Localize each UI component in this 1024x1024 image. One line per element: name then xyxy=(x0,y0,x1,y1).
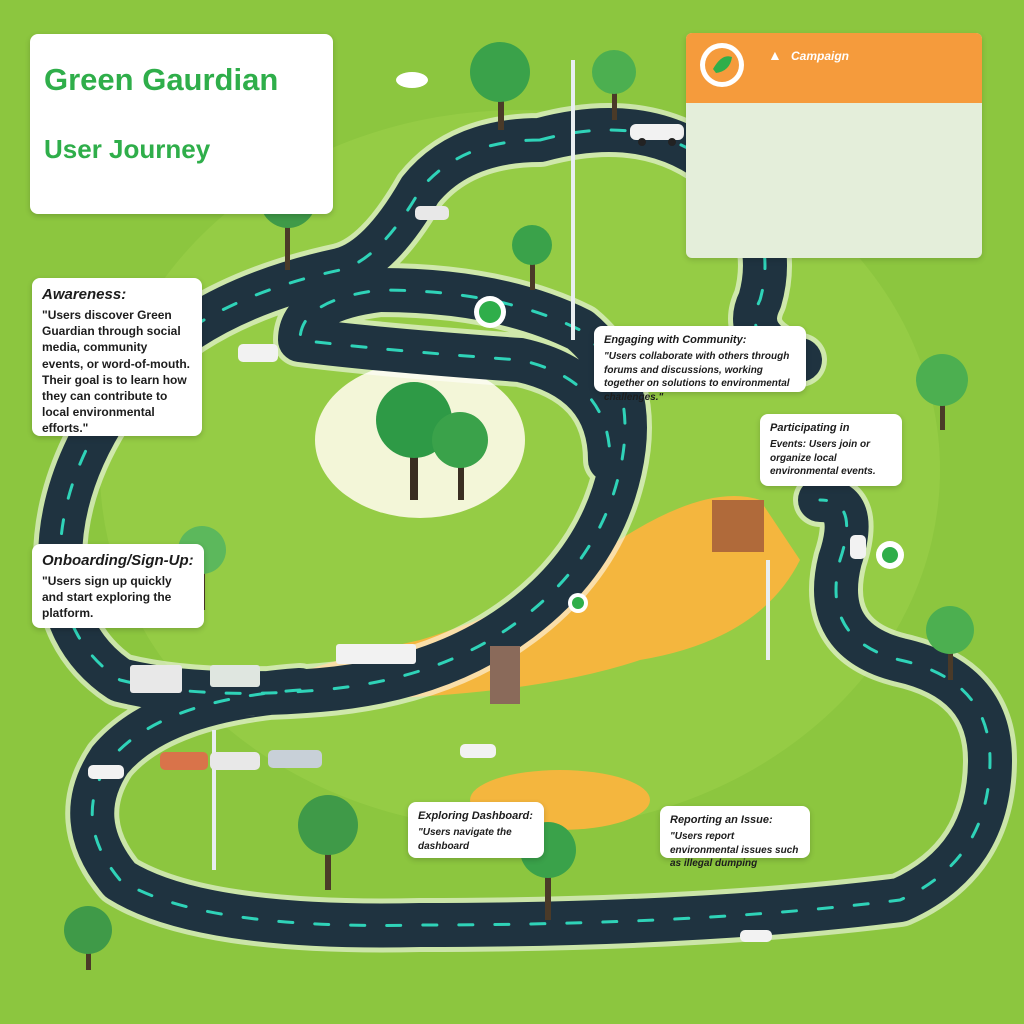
step-awareness: Awareness: "Users discover Green Guardia… xyxy=(32,278,202,436)
page-subtitle: User Journey xyxy=(44,134,211,164)
step-engaging-community: Engaging with Community: "Users collabor… xyxy=(594,326,806,403)
step-title: Participating in xyxy=(770,422,850,434)
tree-icon xyxy=(592,50,636,120)
tree-icon xyxy=(64,906,112,970)
car-icon xyxy=(460,744,496,758)
step-participating-events: Participating in Events: Users join or o… xyxy=(760,414,902,486)
tree-icon xyxy=(432,412,488,500)
car-icon xyxy=(238,344,278,362)
step-title: Reporting an Issue: xyxy=(670,814,773,826)
tree-icon xyxy=(926,606,974,680)
step-description: Events: Users join or organize local env… xyxy=(770,439,876,477)
bird-icon: ▲ xyxy=(768,47,782,63)
building xyxy=(712,500,764,552)
tree-icon xyxy=(916,354,968,430)
campaign-card: ▲ Campaign xyxy=(686,33,982,258)
car-icon xyxy=(415,206,449,220)
truck-icon xyxy=(336,644,416,664)
cloud xyxy=(396,72,428,88)
page-title: Green Gaurdian xyxy=(44,62,279,97)
map-pin-icon xyxy=(568,593,588,613)
step-description: "Users discover Green Guardian through s… xyxy=(42,308,190,436)
tree-icon xyxy=(470,42,530,130)
car-icon xyxy=(740,930,772,942)
leaf-logo-icon xyxy=(700,43,744,87)
car-icon xyxy=(160,750,322,770)
car-icon xyxy=(630,124,684,146)
map-pin-icon xyxy=(876,541,904,569)
step-title: Awareness: xyxy=(42,286,127,303)
step-description: "Users sign up quickly and start explori… xyxy=(42,574,172,621)
step-description: "Users navigate the dashboard xyxy=(418,827,512,852)
car-icon xyxy=(88,765,124,779)
step-description: "Users collaborate with others through f… xyxy=(604,351,790,403)
step-reporting-issue: Reporting an Issue: "Users report enviro… xyxy=(660,806,810,869)
street-pole xyxy=(766,560,770,660)
tree-icon xyxy=(512,225,552,290)
step-title: Engaging with Community: xyxy=(604,334,747,346)
truck-icon xyxy=(130,665,260,693)
map-pin-icon xyxy=(474,296,506,328)
title-card: Green Gaurdian User Journey xyxy=(30,34,333,214)
campaign-label: Campaign xyxy=(791,49,850,63)
street-pole xyxy=(212,730,216,870)
street-pole xyxy=(571,60,575,340)
step-exploring-dashboard: Exploring Dashboard: "Users navigate the… xyxy=(408,802,544,858)
step-description: "Users report environmental issues such … xyxy=(670,831,799,869)
building-door xyxy=(490,646,520,704)
car-icon xyxy=(850,535,866,559)
tree-icon xyxy=(298,795,358,890)
step-title: Exploring Dashboard: xyxy=(418,810,533,822)
step-onboarding: Onboarding/Sign-Up: "Users sign up quick… xyxy=(32,544,204,628)
step-title: Onboarding/Sign-Up: xyxy=(42,552,194,569)
